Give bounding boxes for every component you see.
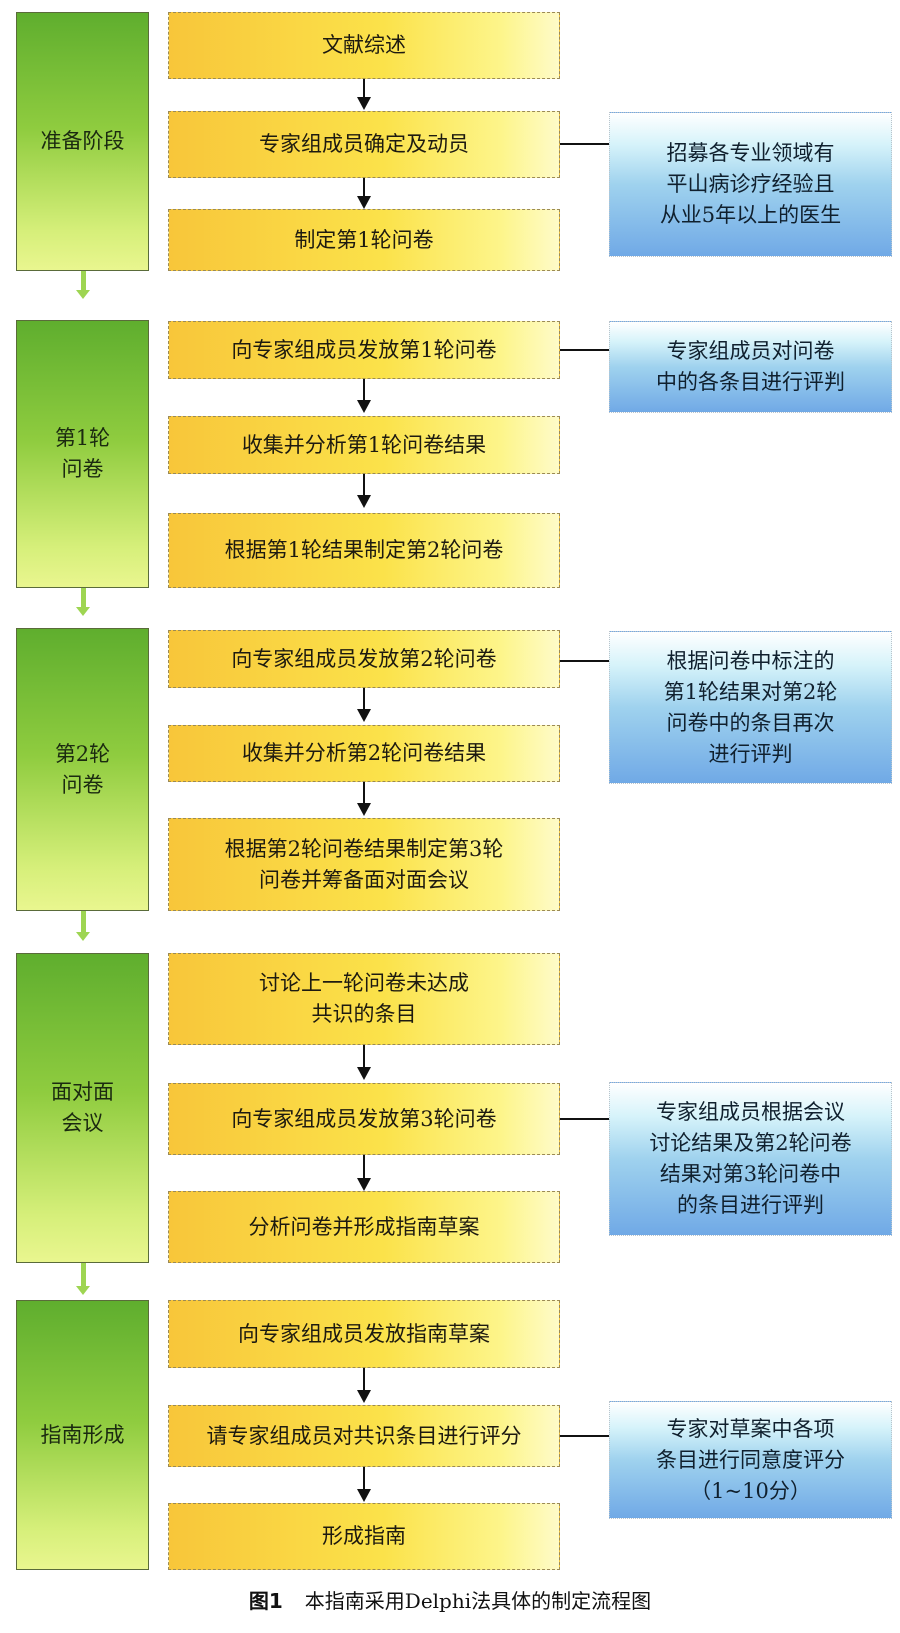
- phase-arrow-down-icon: [76, 932, 90, 941]
- phase-connector-line: [81, 911, 86, 933]
- arrow-down-icon: [357, 1489, 371, 1502]
- note-recruitment: 招募各专业领域有 平山病诊疗经验且 从业5年以上的医生: [609, 112, 892, 257]
- arrow-down-icon: [357, 97, 371, 110]
- arrow-line: [363, 1368, 365, 1391]
- phase-label: 面对面 会议: [51, 1080, 114, 1135]
- arrow-down-icon: [357, 1067, 371, 1080]
- note-agreement-scoring: 专家对草案中各项 条目进行同意度评分 （1~10分）: [609, 1401, 892, 1519]
- note-round2-evaluation: 根据问卷中标注的 第1轮结果对第2轮 问卷中的条目再次 进行评判: [609, 631, 892, 784]
- note-round1-evaluation: 专家组成员对问卷 中的各条目进行评判: [609, 321, 892, 413]
- arrow-line: [363, 178, 365, 197]
- note-connector: [560, 660, 609, 662]
- step-analyze-round1: 收集并分析第1轮问卷结果: [168, 416, 560, 474]
- step-distribute-round2: 向专家组成员发放第2轮问卷: [168, 630, 560, 688]
- phase-arrow-down-icon: [76, 607, 90, 616]
- step-draft-round1: 制定第1轮问卷: [168, 209, 560, 271]
- step-draft-round2: 根据第1轮结果制定第2轮问卷: [168, 513, 560, 588]
- step-discuss-nonconsensus: 讨论上一轮问卷未达成 共识的条目: [168, 953, 560, 1045]
- step-analyze-round2: 收集并分析第2轮问卷结果: [168, 725, 560, 782]
- step-distribute-round1: 向专家组成员发放第1轮问卷: [168, 321, 560, 379]
- note-round3-evaluation: 专家组成员根据会议 讨论结果及第2轮问卷 结果对第3轮问卷中 的条目进行评判: [609, 1082, 892, 1236]
- phase-round1: 第1轮 问卷: [16, 320, 149, 588]
- arrow-down-icon: [357, 495, 371, 508]
- phase-arrow-down-icon: [76, 290, 90, 299]
- arrow-line: [363, 379, 365, 401]
- phase-connector-line: [81, 271, 86, 291]
- step-literature-review: 文献综述: [168, 12, 560, 79]
- step-expert-selection: 专家组成员确定及动员: [168, 111, 560, 178]
- step-distribute-draft: 向专家组成员发放指南草案: [168, 1300, 560, 1368]
- arrow-line: [363, 79, 365, 98]
- arrow-line: [363, 1155, 365, 1179]
- step-form-guideline: 形成指南: [168, 1503, 560, 1570]
- arrow-down-icon: [357, 196, 371, 209]
- note-connector: [560, 143, 609, 145]
- arrow-line: [363, 782, 365, 804]
- arrow-down-icon: [357, 709, 371, 722]
- note-connector: [560, 1435, 609, 1437]
- phase-preparation: 准备阶段: [16, 12, 149, 271]
- phase-label: 准备阶段: [40, 129, 125, 153]
- phase-round2: 第2轮 问卷: [16, 628, 149, 911]
- step-form-draft: 分析问卷并形成指南草案: [168, 1191, 560, 1263]
- phase-arrow-down-icon: [76, 1286, 90, 1295]
- arrow-line: [363, 688, 365, 710]
- arrow-down-icon: [357, 400, 371, 413]
- figure-number: 图1: [248, 1589, 283, 1613]
- step-distribute-round3: 向专家组成员发放第3轮问卷: [168, 1083, 560, 1155]
- step-draft-round3-and-meeting: 根据第2轮问卷结果制定第3轮 问卷并筹备面对面会议: [168, 818, 560, 911]
- arrow-line: [363, 474, 365, 496]
- figure-caption: 图1 本指南采用Delphi法具体的制定流程图: [0, 1585, 900, 1614]
- note-connector: [560, 349, 609, 351]
- arrow-down-icon: [357, 803, 371, 816]
- phase-connector-line: [81, 1263, 86, 1287]
- step-score-consensus: 请专家组成员对共识条目进行评分: [168, 1405, 560, 1467]
- arrow-line: [363, 1045, 365, 1068]
- phase-label: 第2轮 问卷: [54, 741, 111, 797]
- figure-title: 本指南采用Delphi法具体的制定流程图: [304, 1589, 652, 1613]
- phase-meeting: 面对面 会议: [16, 953, 149, 1263]
- note-connector: [560, 1118, 609, 1120]
- phase-label: 指南形成: [40, 1422, 125, 1447]
- arrow-line: [363, 1467, 365, 1490]
- arrow-down-icon: [357, 1178, 371, 1191]
- phase-guideline-formation: 指南形成: [16, 1300, 149, 1570]
- arrow-down-icon: [357, 1390, 371, 1403]
- phase-connector-line: [81, 588, 86, 608]
- phase-label: 第1轮 问卷: [54, 426, 111, 481]
